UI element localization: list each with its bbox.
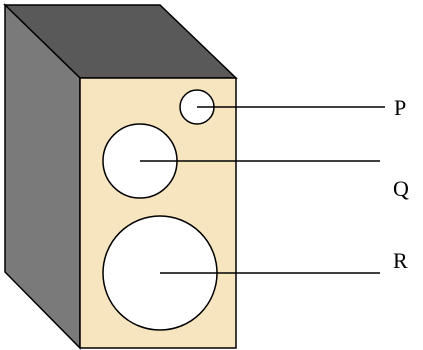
callout-q: Q	[140, 160, 409, 201]
label-r: R	[393, 248, 408, 273]
label-p: P	[394, 95, 406, 120]
label-q: Q	[393, 176, 409, 201]
callouts: P Q R	[140, 95, 409, 274]
callout-r: R	[160, 248, 408, 274]
callout-p: P	[197, 95, 406, 120]
